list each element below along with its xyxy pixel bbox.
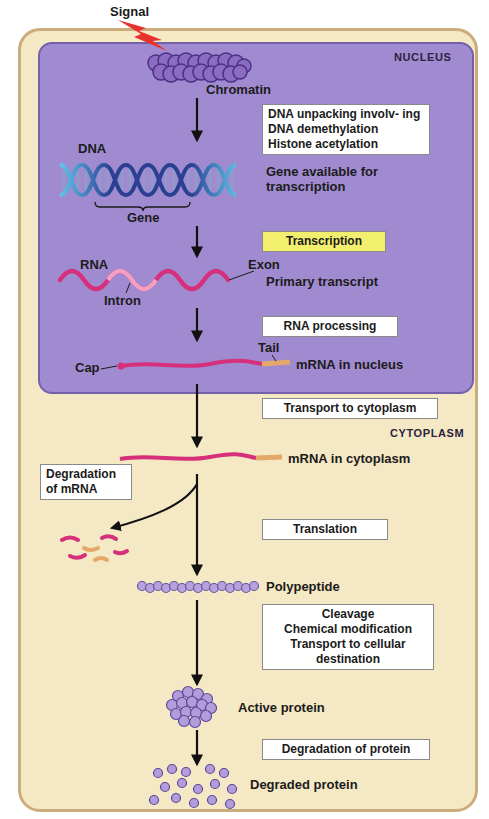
box-text: Translation [268,522,382,537]
box-text: Transport to cytoplasm [268,401,432,416]
part-label: Cap [75,360,100,375]
transcript-stage: RNA ExonIntron Primary transcript [55,256,445,308]
signal-label: Signal [110,4,149,19]
stage-label: Gene available for transcription [266,164,391,194]
stage-label: Chromatin [206,82,271,97]
part-label: Tail [258,340,279,355]
part-label: DNA [78,141,106,156]
stage-label: Degraded protein [250,777,358,792]
stage-label: Primary transcript [266,274,378,289]
protein-stage: Active protein [150,684,340,730]
stage-label: mRNA in cytoplasm [288,451,410,466]
part-label: Exon [248,257,280,272]
part-label: Gene [127,210,160,225]
process-box: Degradation of protein [262,739,430,760]
region-label: NUCLEUS [394,50,451,65]
stage-label: Active protein [238,700,325,715]
stage-label: Polypeptide [266,579,340,594]
process-box: Translation [262,519,388,540]
box-text: DNA unpacking involv- ing DNA demethylat… [268,107,424,152]
process-box: Transport to cytoplasm [262,398,438,419]
process-box: Degradation of mRNA [40,464,132,500]
mrna-stage: mRNA in cytoplasm [110,446,410,474]
process-box: CleavageChemical modificationTransport t… [262,604,434,670]
region-label: CYTOPLASM [390,426,464,441]
mrna-stage: TailCap mRNA in nucleus [70,340,400,384]
box-text: RNA processing [268,319,392,334]
process-box: DNA unpacking involv- ing DNA demethylat… [262,104,430,155]
box-text: Chemical modification [268,622,428,637]
stage-label: mRNA in nucleus [296,357,403,372]
degraded-stage: Degraded protein [140,764,340,808]
part-label: RNA [80,257,108,272]
box-text: Transcription [268,234,380,249]
process-box: RNA processing [262,316,398,337]
part-label: Intron [104,293,141,308]
nucleus-region: NUCLEUS ChromatinDNA unpacking involv- in… [38,42,474,394]
box-text: Degradation of mRNA [46,467,126,497]
gene-stage: DNA Gene available for transcriptionGene [55,140,445,226]
chromatin-stage: Chromatin [140,48,280,98]
polypeptide-stage: Polypeptide [130,574,340,600]
box-text: Degradation of protein [268,742,424,757]
box-text: Cleavage [268,607,428,622]
process-box: Transcription [262,231,386,252]
box-text: Transport to cellular destination [268,637,428,667]
cell-region: CYTOPLASM NUCLEUS ChromatinDNA unpacking i… [18,28,478,812]
